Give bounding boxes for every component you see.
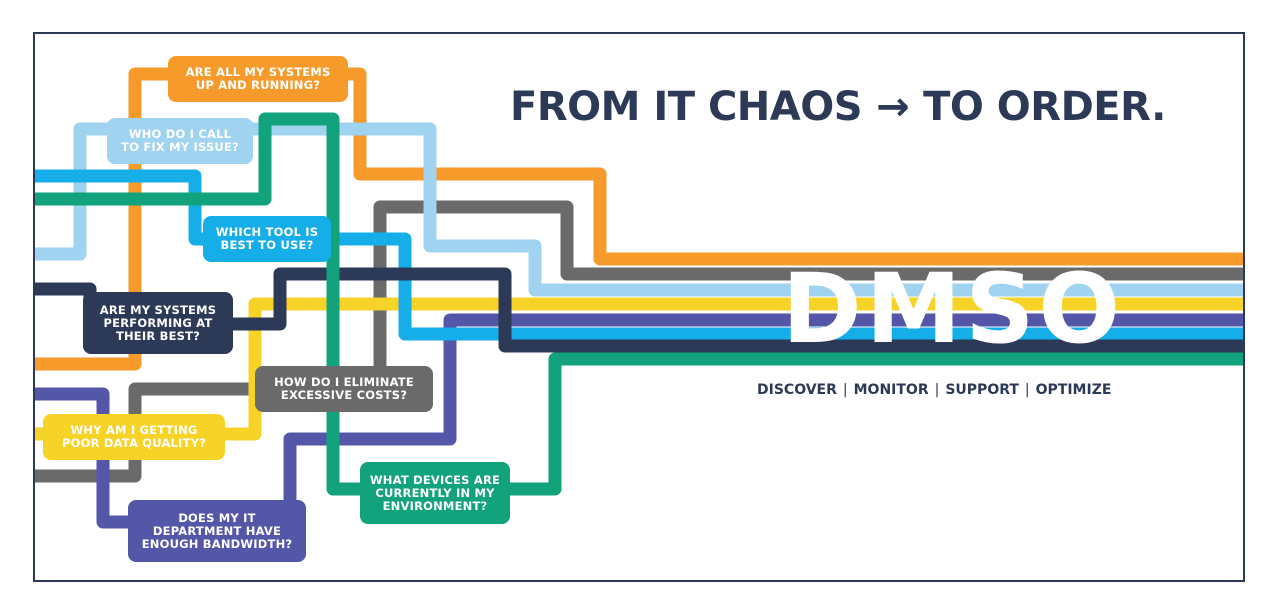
green-line <box>35 112 1243 496</box>
tagline-separator: | <box>842 382 848 398</box>
tagline-separator: | <box>1024 382 1030 398</box>
light-blue-line <box>35 122 1243 297</box>
question-costs: HOW DO I ELIMINATE EXCESSIVE COSTS? <box>255 366 433 412</box>
tagline-optimize: OPTIMIZE <box>1035 382 1112 398</box>
banner-frame: FROM IT CHAOS → TO ORDER. DMSO DISCOVER | MO… <box>33 32 1245 582</box>
headline: FROM IT CHAOS → TO ORDER. <box>510 84 1230 130</box>
question-systems-up: ARE ALL MY SYSTEMS UP AND RUNNING? <box>168 56 348 102</box>
question-devices: WHAT DEVICES ARE CURRENTLY IN MY ENVIRON… <box>360 462 510 524</box>
arrow-right-icon: → <box>876 84 910 130</box>
question-data-quality: WHY AM I GETTING POOR DATA QUALITY? <box>43 414 225 460</box>
tagline-separator: | <box>934 382 940 398</box>
brand-logo-text: DMSO <box>782 253 1124 365</box>
tagline-support: SUPPORT <box>945 382 1019 398</box>
tagline: DISCOVER | MONITOR | SUPPORT | OPTIMIZE <box>757 382 1157 398</box>
tagline-monitor: MONITOR <box>853 382 929 398</box>
question-bandwidth: DOES MY IT DEPARTMENT HAVE ENOUGH BANDWI… <box>128 500 306 562</box>
question-who-call: WHO DO I CALL TO FIX MY ISSUE? <box>107 118 253 164</box>
tagline-discover: DISCOVER <box>757 382 837 398</box>
headline-left: FROM IT CHAOS <box>510 84 863 130</box>
headline-right: TO ORDER. <box>923 84 1166 130</box>
question-performing: ARE MY SYSTEMS PERFORMING AT THEIR BEST? <box>83 292 233 354</box>
question-which-tool: WHICH TOOL IS BEST TO USE? <box>203 216 331 262</box>
